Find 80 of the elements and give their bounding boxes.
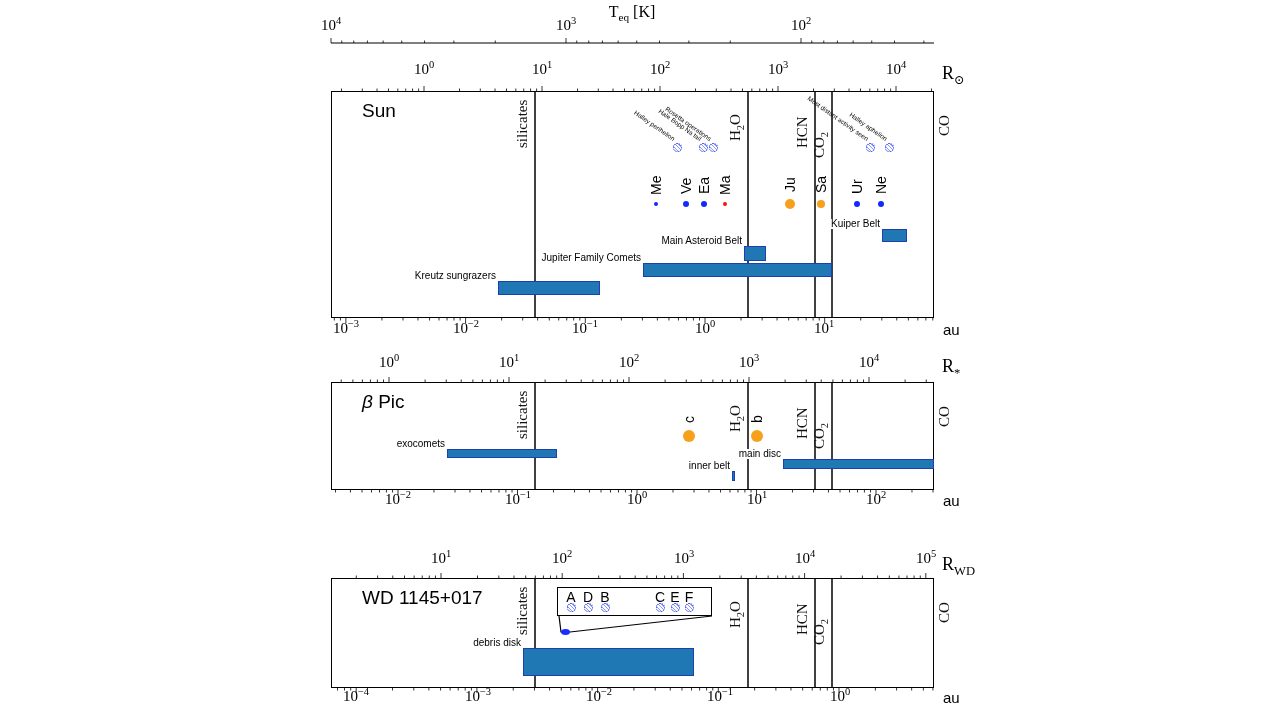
tick-label: 10$^{4}$ xyxy=(794,551,816,566)
line-label: HCN xyxy=(795,407,810,439)
planet-label: Me xyxy=(649,175,663,195)
tick-label: 10$^{0}$ xyxy=(829,689,851,704)
tick-label: 10$^{2}$ xyxy=(551,551,573,566)
planet-label: Ur xyxy=(850,179,864,194)
tick-label: 10$^{−3}$ xyxy=(464,689,492,704)
tick-label: 10$^{1}$ xyxy=(813,321,835,336)
tick-label: 10$^{1}$ xyxy=(531,62,553,77)
tick-label: 10$^{0}$ xyxy=(378,355,400,370)
line-label: HCN xyxy=(795,603,810,635)
line-label: silicates xyxy=(515,99,530,148)
planet-label: Sa xyxy=(814,176,828,194)
region-label: Jupiter Family Comets xyxy=(540,253,642,263)
axis-unit-label: R$_{⊙}$ xyxy=(942,64,965,82)
tick-label: 10$^{2}$ xyxy=(618,355,640,370)
tick-label: 10$^{2}$ xyxy=(790,18,812,33)
fragment-label: B xyxy=(600,590,610,604)
blob-marker xyxy=(561,629,570,635)
region-label: Kuiper Belt xyxy=(830,219,881,229)
tick-label: 10$^{3}$ xyxy=(555,18,577,33)
tick-label: 10$^{3}$ xyxy=(767,62,789,77)
axis-unit-label: au xyxy=(943,322,960,337)
planet-label: Ea xyxy=(697,176,711,194)
region-label: Kreutz sungrazers xyxy=(413,271,497,281)
fragment-label: F xyxy=(684,590,694,604)
tick-label: 10$^{4}$ xyxy=(858,355,880,370)
planet-label: Ne xyxy=(874,175,888,194)
axis-unit-label: R$_{WD}$ xyxy=(942,555,975,573)
panel-title: Sun xyxy=(362,101,396,120)
tick-label: 10$^{5}$ xyxy=(915,551,937,566)
planet-label: c xyxy=(682,416,696,423)
tick-label: 10$^{2}$ xyxy=(649,62,671,77)
tick-label: 10$^{−1}$ xyxy=(504,492,532,507)
region-label: exocomets xyxy=(395,439,446,449)
tick-label: 10$^{4}$ xyxy=(885,62,907,77)
line-label: silicates xyxy=(515,390,530,439)
region-label: main disc xyxy=(737,449,782,459)
line-label: CO xyxy=(937,602,952,623)
fragment-label: A xyxy=(566,590,576,604)
tick-label: 10$^{−1}$ xyxy=(571,321,599,336)
planet-label: b xyxy=(750,415,764,423)
planet-label: Ju xyxy=(783,177,797,192)
planet-label: Ma xyxy=(718,175,732,195)
panel-frame xyxy=(331,578,934,688)
tick-label: 10$^{−3}$ xyxy=(332,321,360,336)
tick-label: 10$^{1}$ xyxy=(498,355,520,370)
tick-label: 10$^{−4}$ xyxy=(342,689,370,704)
tick-label: 10$^{−1}$ xyxy=(706,689,734,704)
panel-title: WD 1145+017 xyxy=(362,588,483,607)
panel-title: β Pic xyxy=(362,392,405,411)
tick-label: 10$^{4}$ xyxy=(320,18,342,33)
tick-label: 10$^{−2}$ xyxy=(384,492,412,507)
tick-label: 10$^{0}$ xyxy=(626,492,648,507)
axis-unit-label: au xyxy=(943,690,960,705)
axis-unit-label: R$_{*}$ xyxy=(942,357,961,375)
line-label: CO xyxy=(937,406,952,427)
region-label: inner belt xyxy=(687,461,731,471)
tick-label: 10$^{3}$ xyxy=(673,551,695,566)
axis-unit-label: au xyxy=(943,493,960,508)
tick-label: 10$^{0}$ xyxy=(413,62,435,77)
fragment-label: C xyxy=(654,590,666,604)
line-label: silicates xyxy=(515,586,530,635)
panel-frame xyxy=(331,382,934,490)
line-label: HCN xyxy=(795,116,810,148)
tick-label: 10$^{−2}$ xyxy=(452,321,480,336)
inset-box xyxy=(557,587,712,616)
tick-label: 10$^{3}$ xyxy=(738,355,760,370)
region-label: Main Asteroid Belt xyxy=(660,236,743,246)
fragment-label: D xyxy=(582,590,594,604)
tick-label: 10$^{2}$ xyxy=(865,492,887,507)
tick-label: 10$^{1}$ xyxy=(746,492,768,507)
planet-label: Ve xyxy=(679,177,693,194)
tick-label: 10$^{1}$ xyxy=(430,551,452,566)
panel-frame xyxy=(331,91,934,318)
region-label: debris disk xyxy=(472,638,522,648)
line-label: CO xyxy=(937,115,952,136)
tick-label: 10$^{0}$ xyxy=(694,321,716,336)
tick-label: 10$^{−2}$ xyxy=(585,689,613,704)
fragment-label: E xyxy=(670,590,680,604)
